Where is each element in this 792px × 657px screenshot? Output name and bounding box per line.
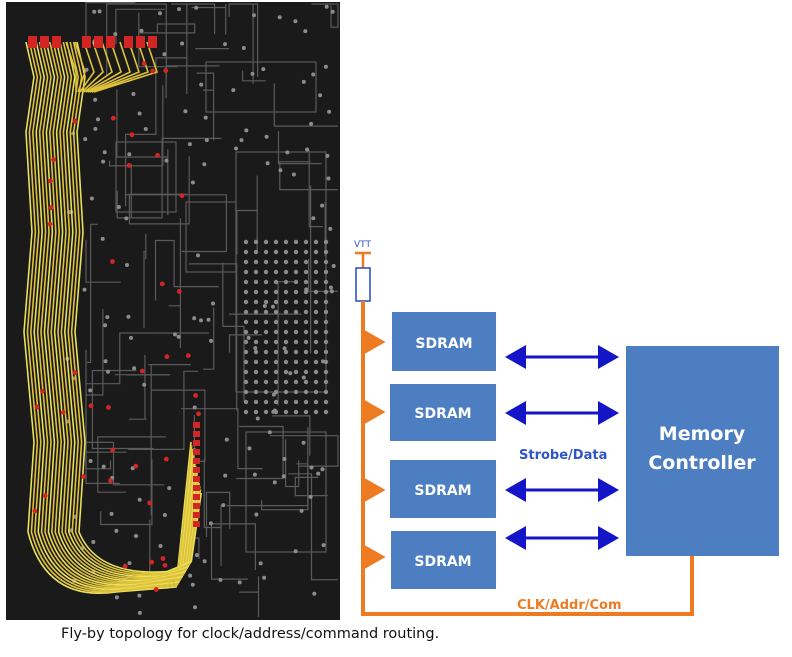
sdram-2-label: SDRAM xyxy=(414,406,471,422)
clk-addr-com-bus xyxy=(361,301,694,616)
strobe-data-label: Strobe/Data xyxy=(519,448,607,463)
pcb-gray-traces xyxy=(85,2,339,618)
sdram-4-label: SDRAM xyxy=(414,554,471,570)
sdram-1: SDRAM xyxy=(392,312,496,371)
vtt-label: VTT xyxy=(354,240,371,250)
figure-caption: Fly-by topology for clock/address/comman… xyxy=(61,626,440,642)
pcb-layout-image xyxy=(6,2,340,620)
memory-controller-label-line2: Controller xyxy=(648,452,756,474)
sdram-3-label: SDRAM xyxy=(414,483,471,499)
sdram-4: SDRAM xyxy=(391,531,496,589)
pcb-pads xyxy=(28,36,201,592)
memory-controller-label-line1: Memory xyxy=(659,423,746,445)
memory-controller: Memory Controller xyxy=(626,346,779,556)
sdram-2: SDRAM xyxy=(390,384,496,441)
pcb-routed-traces xyxy=(23,41,202,594)
bus-label: CLK/Addr/Com xyxy=(517,598,622,613)
termination-resistor xyxy=(355,267,371,302)
sdram-3: SDRAM xyxy=(390,460,496,518)
sdram-1-label: SDRAM xyxy=(415,336,472,352)
pcb-via-field xyxy=(65,4,336,615)
